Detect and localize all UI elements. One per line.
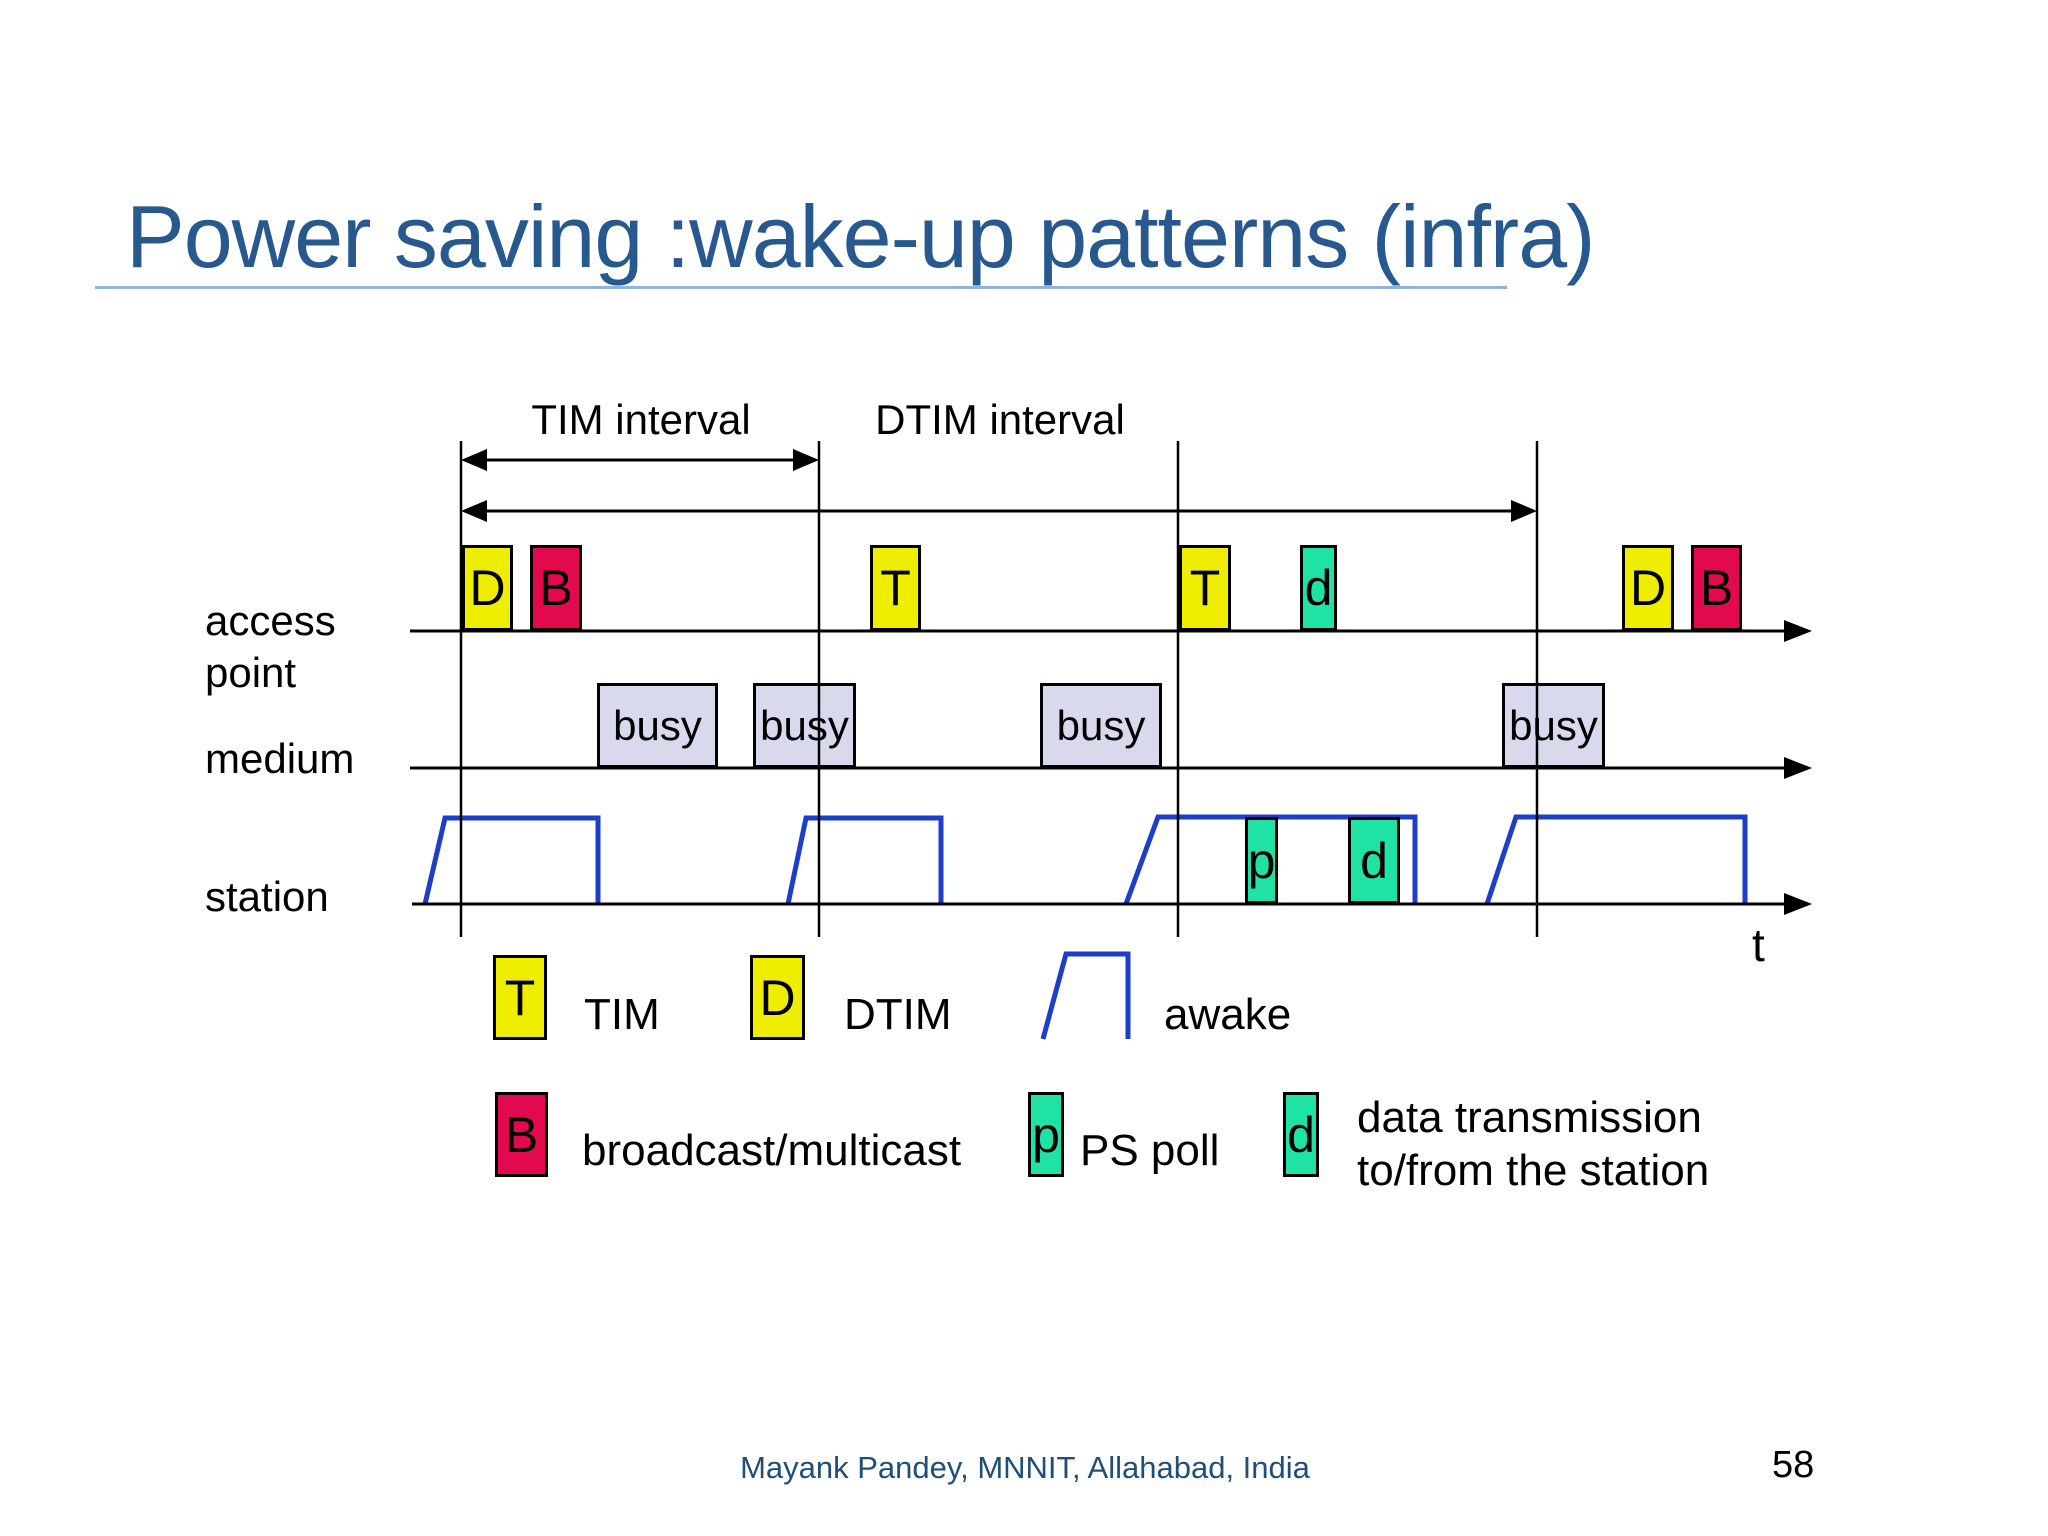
awake-waveform-2 [785, 815, 944, 905]
arrowhead-left-icon [461, 449, 487, 471]
ap-frame-dtim: D [462, 545, 513, 631]
awake-waveform-3 [1123, 814, 1418, 905]
medium-busy-box: busy [1040, 683, 1162, 768]
legend-tim-label: TIM [584, 990, 660, 1039]
axis-arrowhead-icon [1784, 893, 1812, 915]
station-awake-waveforms [422, 814, 1748, 1040]
row-label-access-point-line1: access [205, 597, 336, 644]
row-label-medium: medium [205, 735, 355, 782]
ap-frame-dtim: D [1622, 545, 1674, 631]
row-label-station: station [205, 873, 329, 920]
legend-ps-poll-swatch: p [1028, 1092, 1064, 1177]
ap-frame-data: d [1300, 545, 1337, 631]
page-title: Power saving :wake-up patterns (infra) [126, 187, 1595, 286]
interval-arrows [461, 449, 1537, 522]
arrowhead-right-icon [793, 449, 819, 471]
title-underline [95, 286, 1507, 289]
axis-arrowhead-icon [1784, 757, 1812, 779]
awake-waveform-4 [1484, 814, 1748, 905]
ap-frame-tim: T [870, 545, 921, 631]
legend-data-label-line2: to/from the station [1357, 1146, 1710, 1195]
row-label-access-point-line2: point [205, 649, 297, 696]
ap-frame-tim: T [1179, 545, 1231, 631]
ap-frame-broadcast: B [530, 545, 582, 631]
medium-busy-box: busy [753, 683, 856, 768]
station-frame-ps-poll: p [1245, 817, 1278, 904]
arrowhead-right-icon [1511, 500, 1537, 522]
medium-busy-box: busy [1502, 683, 1605, 768]
legend-data-swatch: d [1283, 1092, 1319, 1177]
legend-data-label-line1: data transmission [1357, 1093, 1702, 1142]
legend-broadcast-swatch: B [495, 1092, 548, 1177]
timeline-axes [410, 620, 1812, 915]
awake-waveform-1 [422, 815, 601, 905]
arrowhead-left-icon [461, 500, 487, 522]
footer-credit: Mayank Pandey, MNNIT, Allahabad, India [740, 1450, 1310, 1485]
legend-dtim-swatch: D [750, 955, 805, 1040]
legend-dtim-label: DTIM [844, 990, 952, 1039]
medium-busy-box: busy [597, 683, 718, 768]
tim-interval-label: TIM interval [531, 396, 751, 443]
time-axis-label: t [1752, 919, 1765, 971]
legend-awake-label: awake [1164, 990, 1292, 1039]
legend-broadcast-label: broadcast/multicast [582, 1126, 962, 1175]
ap-frame-broadcast: B [1691, 545, 1742, 631]
legend-tim-swatch: T [493, 955, 547, 1040]
page-number: 58 [1772, 1444, 1815, 1486]
axis-arrowhead-icon [1784, 620, 1812, 642]
legend-ps-poll-label: PS poll [1080, 1126, 1220, 1175]
station-frame-data: d [1348, 817, 1400, 904]
dtim-interval-label: DTIM interval [875, 396, 1125, 443]
beacon-gridlines [459, 441, 1539, 937]
awake-waveform-icon [1040, 951, 1131, 1040]
